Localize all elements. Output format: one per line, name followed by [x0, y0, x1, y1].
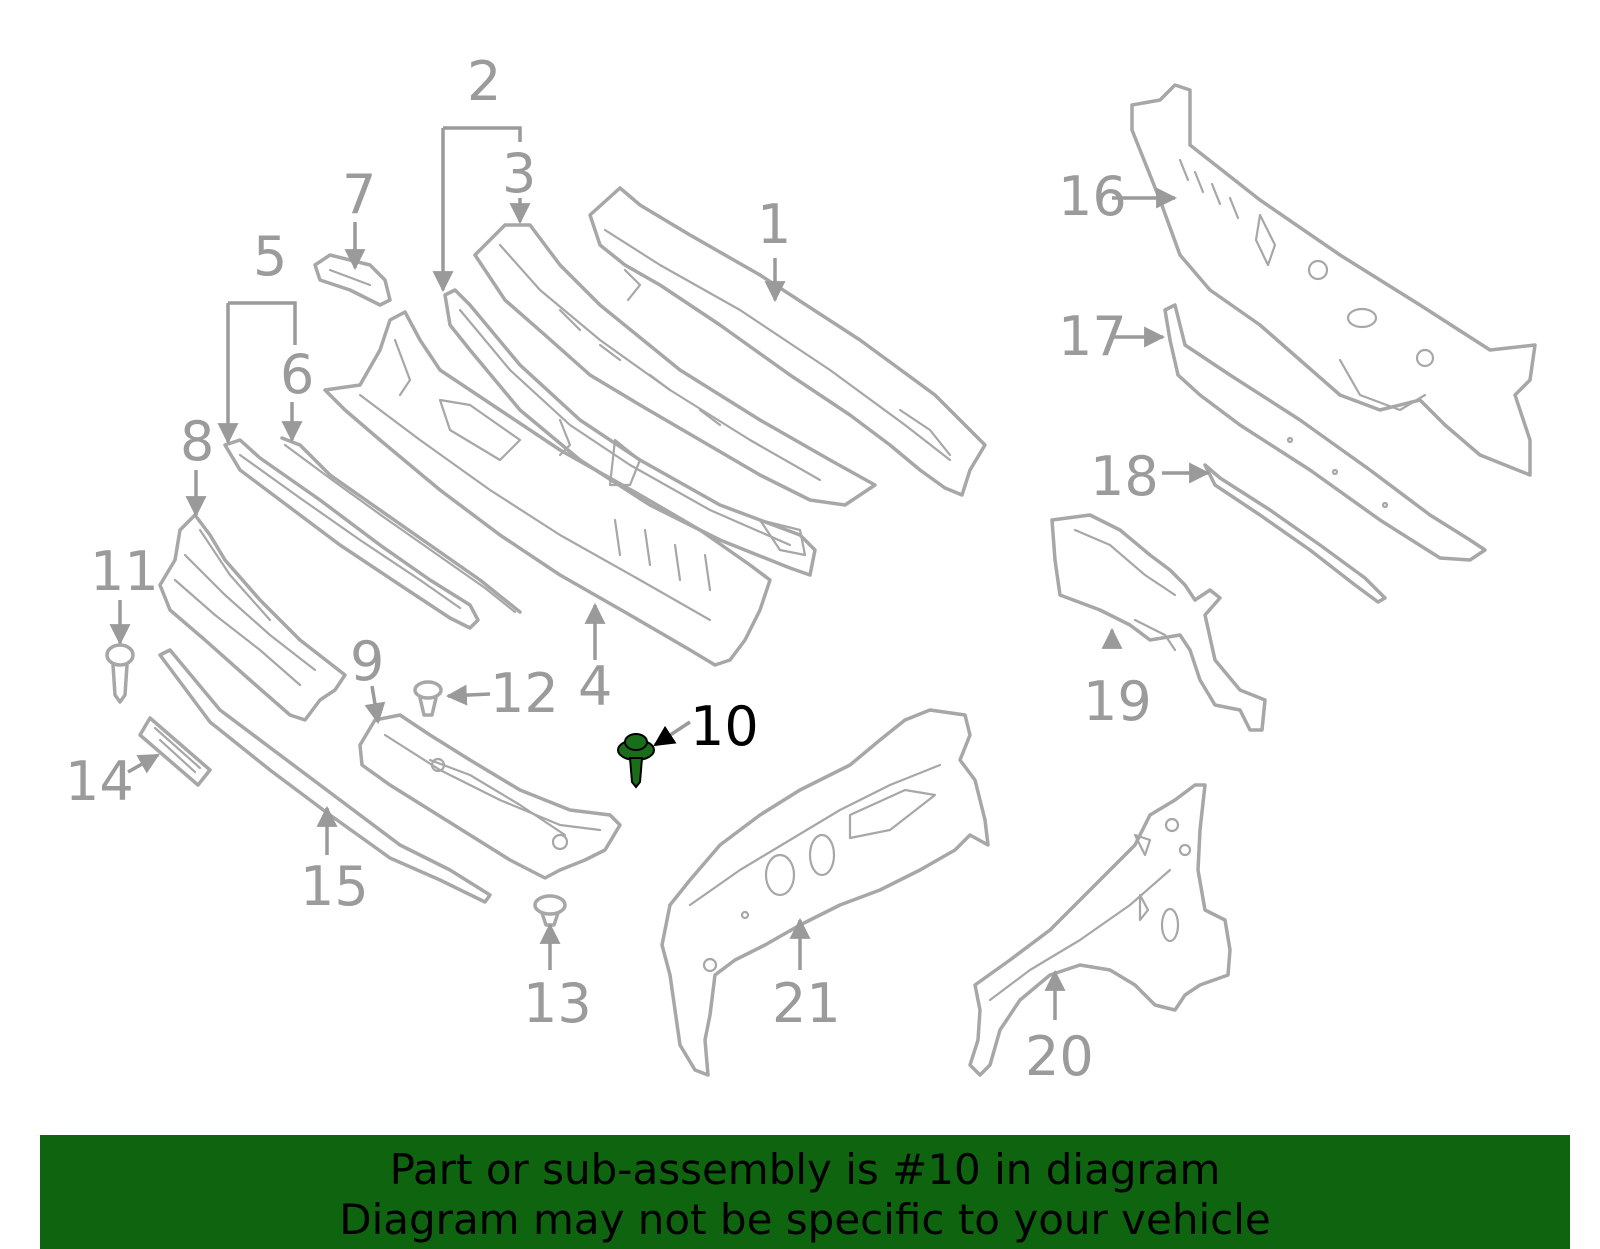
part-18-brace [1203, 463, 1387, 604]
callout-9: 9 [350, 630, 384, 693]
callout-20: 20 [1025, 1025, 1094, 1088]
callout-2: 2 [467, 50, 501, 113]
part-11-bolt [105, 643, 135, 704]
leader-lines [109, 126, 1211, 1020]
part-13-clip [533, 894, 567, 927]
callout-15: 15 [300, 855, 369, 918]
banner-line-2: Diagram may not be specific to your vehi… [339, 1195, 1271, 1244]
callout-12: 12 [490, 662, 559, 725]
part-9-cowl-panel [358, 713, 622, 880]
banner-line-1: Part or sub-assembly is #10 in diagram [389, 1145, 1221, 1194]
callout-8: 8 [180, 410, 214, 473]
part-21-firewall [660, 708, 990, 1077]
part-8-seal-strip [223, 438, 480, 630]
callout-14: 14 [65, 750, 134, 813]
part-10-fastener-highlighted [617, 733, 655, 789]
part-4-cowl-box [323, 310, 772, 667]
callout-18: 18 [1090, 445, 1159, 508]
callout-6: 6 [280, 343, 314, 406]
callout-21: 21 [772, 972, 841, 1035]
part-15-weatherstrip [158, 648, 492, 904]
callout-13: 13 [523, 972, 592, 1035]
part-11-cowl-grille [158, 513, 347, 722]
part-7-bracket [313, 253, 392, 307]
callout-19: 19 [1083, 670, 1152, 733]
part-17-dash-strip [1163, 303, 1487, 562]
part-16-dash-panel [1130, 83, 1537, 477]
part-2-cowl-strip [443, 288, 817, 577]
callout-3: 3 [502, 142, 536, 205]
part-19-side-bracket [1050, 513, 1267, 732]
callout-11: 11 [90, 540, 159, 603]
part-20-fender-apron [968, 783, 1232, 1077]
callout-16: 16 [1058, 165, 1127, 228]
info-banner: Part or sub-assembly is #10 in diagram D… [40, 1135, 1570, 1249]
part-3-cowl-inner [473, 223, 877, 507]
part-14-grille-piece [138, 716, 212, 787]
callout-1: 1 [757, 193, 791, 256]
part-12-clip [413, 680, 443, 717]
callout-10-highlighted: 10 [690, 695, 759, 758]
callout-5: 5 [253, 225, 287, 288]
part-1-cowl-top-panel [588, 186, 987, 497]
callout-7: 7 [342, 163, 376, 226]
callout-4: 4 [578, 655, 612, 718]
callout-17: 17 [1058, 305, 1127, 368]
part-6-thin-seal [280, 436, 522, 614]
